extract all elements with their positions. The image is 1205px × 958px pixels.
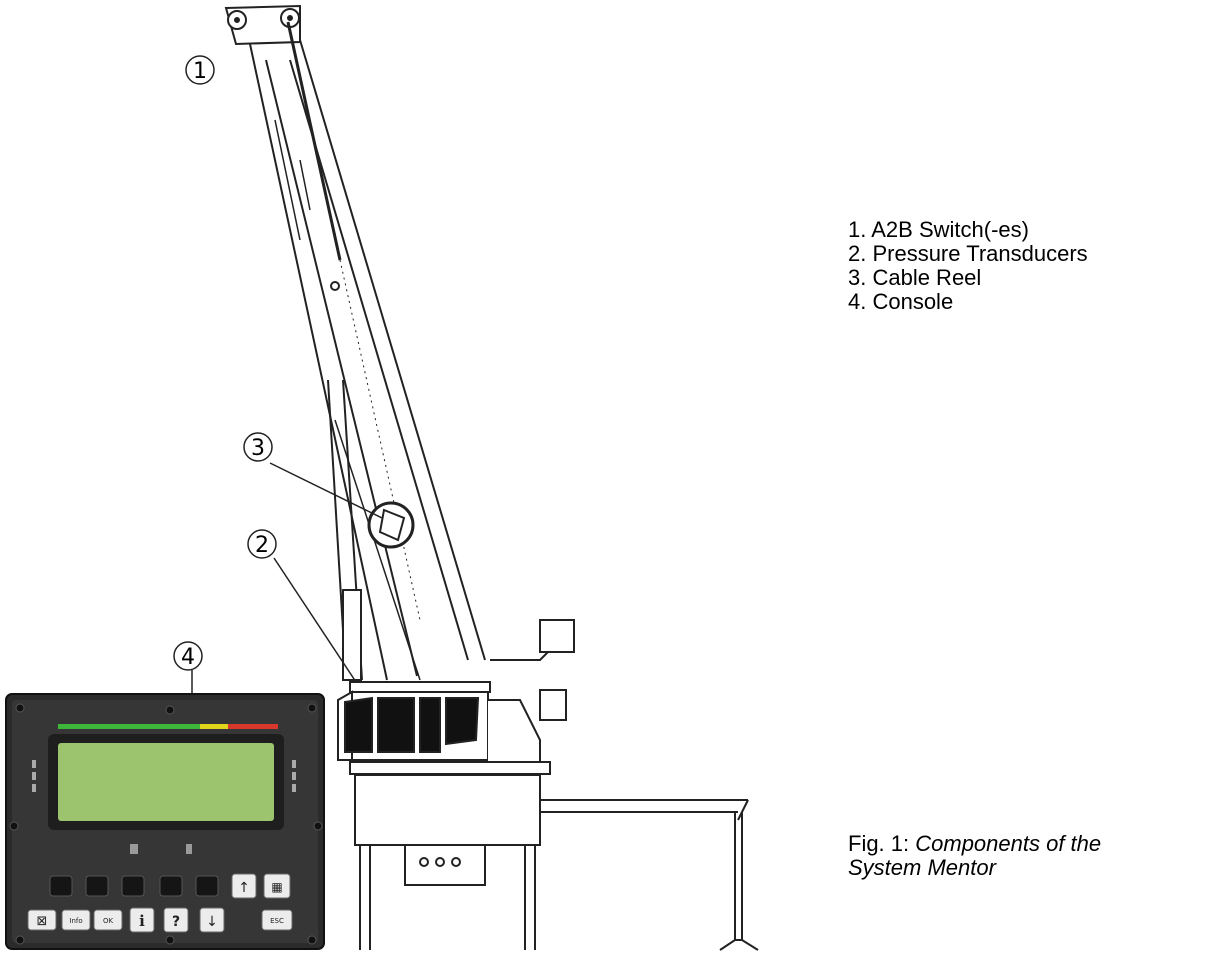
legend-item-pressure-transducers: 2. Pressure Transducers (848, 241, 1088, 266)
up-arrow-key[interactable]: ↑ (231, 873, 257, 899)
figure-caption: Fig. 1: Components of the System Mentor (848, 832, 1101, 880)
blank-key-2[interactable] (85, 875, 109, 897)
key-row-bottom: ⊠ Info OK i ? ↓ (27, 907, 293, 933)
save-key[interactable]: ▦ (263, 873, 291, 899)
caption-title-line-2: System Mentor (848, 855, 996, 880)
component-legend: 1. A2B Switch(-es) 2. Pressure Transduce… (848, 218, 1088, 314)
leader-lines (191, 462, 383, 694)
caption-title-line-1: Components of the (915, 831, 1102, 856)
svg-text:Info: Info (69, 917, 82, 925)
svg-text:⊠: ⊠ (37, 914, 48, 929)
crane-boom (224, 4, 486, 681)
key-row-top: ↑ ▦ (49, 873, 291, 899)
svg-text:ESC: ESC (270, 917, 284, 925)
svg-text:▦: ▦ (271, 880, 282, 894)
legend-item-cable-reel: 3. Cable Reel (848, 265, 982, 290)
esc-key[interactable]: ESC (261, 909, 293, 931)
svg-text:OK: OK (103, 917, 114, 925)
info-i-key[interactable]: i (129, 907, 155, 933)
callout-3: 3 (243, 432, 273, 462)
svg-text:4: 4 (181, 645, 195, 670)
svg-text:2: 2 (255, 533, 269, 558)
legend-item-a2b-switch: 1. A2B Switch(-es) (848, 217, 1029, 242)
help-key[interactable]: ? (163, 907, 189, 933)
callout-2: 2 (247, 529, 277, 559)
callout-4: 4 (173, 641, 203, 671)
svg-text:3: 3 (251, 436, 265, 461)
bypass-key[interactable]: ⊠ (27, 909, 57, 931)
crane-cab (337, 619, 575, 775)
caption-prefix: Fig. 1: (848, 831, 916, 856)
crane-carrier (354, 774, 759, 951)
down-arrow-key[interactable]: ↓ (199, 907, 225, 933)
svg-text:1: 1 (193, 59, 207, 84)
blank-key-4[interactable] (159, 875, 183, 897)
legend-item-console: 4. Console (848, 289, 954, 314)
console-unit: ↑ ▦ ⊠ Info OK i (5, 693, 325, 950)
svg-text:i: i (139, 912, 145, 930)
svg-text:↑: ↑ (238, 880, 250, 896)
callout-1: 1 (185, 55, 215, 85)
svg-text:↓: ↓ (206, 914, 218, 930)
side-indicators (32, 760, 296, 792)
led-icons (130, 844, 192, 854)
ok-key[interactable]: OK (93, 909, 123, 931)
blank-key-3[interactable] (121, 875, 145, 897)
info-key[interactable]: Info (61, 909, 91, 931)
lcd-screen (58, 743, 274, 821)
blank-key-1[interactable] (49, 875, 73, 897)
svg-text:?: ? (172, 914, 180, 930)
status-bar (58, 724, 278, 729)
blank-key-5[interactable] (195, 875, 219, 897)
console-screws (9, 703, 323, 945)
